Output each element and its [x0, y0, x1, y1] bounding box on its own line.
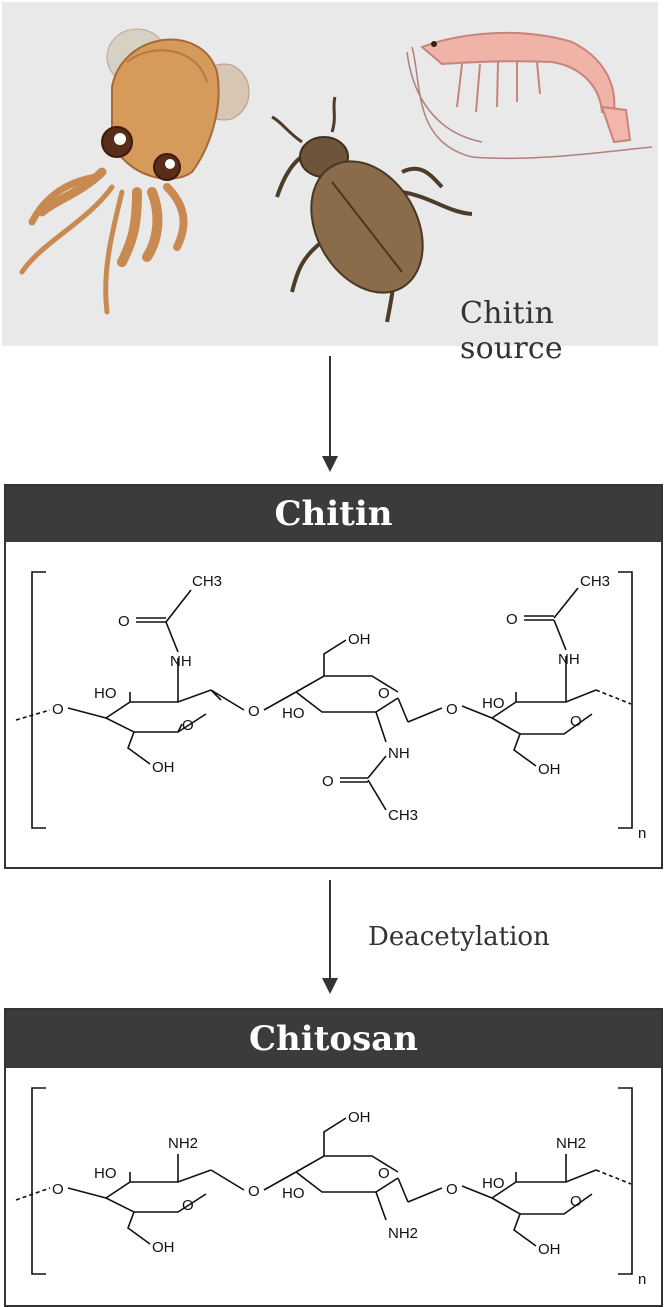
chitin-structural-formula: CH3 O NH HO O O OH O OH HO O NH O CH3 O … — [15, 571, 646, 842]
chitin-structure-box: Chitin — [4, 484, 663, 869]
chitosan-ho-mid: HO — [282, 1185, 305, 1202]
chitin-title: Chitin — [6, 486, 661, 542]
chitin-ch3-mid: CH3 — [388, 807, 418, 824]
shrimp-illustration — [406, 31, 653, 160]
chitin-oh-right: OH — [538, 761, 561, 778]
chitosan-o-glyco1: O — [248, 1183, 260, 1200]
chitin-o-glyco1: O — [248, 703, 260, 720]
chitosan-nh2-left: NH2 — [168, 1135, 198, 1152]
chitosan-repeat-n: n — [638, 1271, 646, 1288]
chitosan-structure-box: Chitosan — [4, 1008, 663, 1307]
chitin-ch3-left: CH3 — [192, 573, 222, 590]
chitin-o-right-acyl: O — [506, 611, 518, 628]
squid-illustration — [19, 28, 250, 315]
chitosan-nh2-mid: NH2 — [388, 1225, 418, 1242]
beetle-illustration — [271, 96, 473, 323]
chitin-nh-right: NH — [558, 651, 580, 668]
chitin-nh-mid: NH — [388, 745, 410, 762]
organism-illustrations — [19, 28, 653, 323]
chitin-o-mid-acyl: O — [322, 773, 334, 790]
chitosan-ho-right: HO — [482, 1175, 505, 1192]
chitosan-oh-left: OH — [152, 1239, 175, 1256]
chitosan-o-ring-mid: O — [378, 1165, 390, 1182]
chitin-source-label: Chitin source — [460, 296, 563, 366]
chitosan-oh-mid: OH — [348, 1109, 371, 1126]
chitosan-ho-left: HO — [94, 1165, 117, 1182]
deacetylation-label: Deacetylation — [368, 922, 550, 952]
chitin-o-ring-right: O — [570, 713, 582, 730]
chitin-source-panel: Chitin source — [2, 2, 658, 366]
arrow-down-icon — [322, 356, 338, 472]
arrow-down-icon — [322, 880, 338, 994]
chitosan-nh2-right: NH2 — [556, 1135, 586, 1152]
chitin-o-glyco2: O — [446, 701, 458, 718]
chitosan-o-link-left: O — [52, 1181, 64, 1198]
chitin-o-ring-left: O — [182, 717, 194, 734]
chitosan-o-ring-left: O — [182, 1197, 194, 1214]
chitosan-structural-formula: O NH2 HO O OH O OH HO O NH2 O HO O OH NH… — [15, 1087, 646, 1288]
chitosan-title: Chitosan — [6, 1010, 661, 1068]
chitin-o-link-left: O — [52, 701, 64, 718]
chitin-nh-left: NH — [170, 653, 192, 670]
chitosan-o-glyco2: O — [446, 1181, 458, 1198]
chitin-ho-right: HO — [482, 695, 505, 712]
chitin-ch3-right: CH3 — [580, 573, 610, 590]
chitin-o-left: O — [118, 613, 130, 630]
chitosan-oh-right: OH — [538, 1241, 561, 1258]
chitin-ho-left: HO — [94, 685, 117, 702]
chitin-ho-mid: HO — [282, 705, 305, 722]
chitin-oh-left: OH — [152, 759, 175, 776]
chitin-oh-mid: OH — [348, 631, 371, 648]
chitin-o-ring-mid: O — [378, 685, 390, 702]
chitin-repeat-n: n — [638, 825, 646, 842]
chitosan-o-ring-right: O — [570, 1193, 582, 1210]
